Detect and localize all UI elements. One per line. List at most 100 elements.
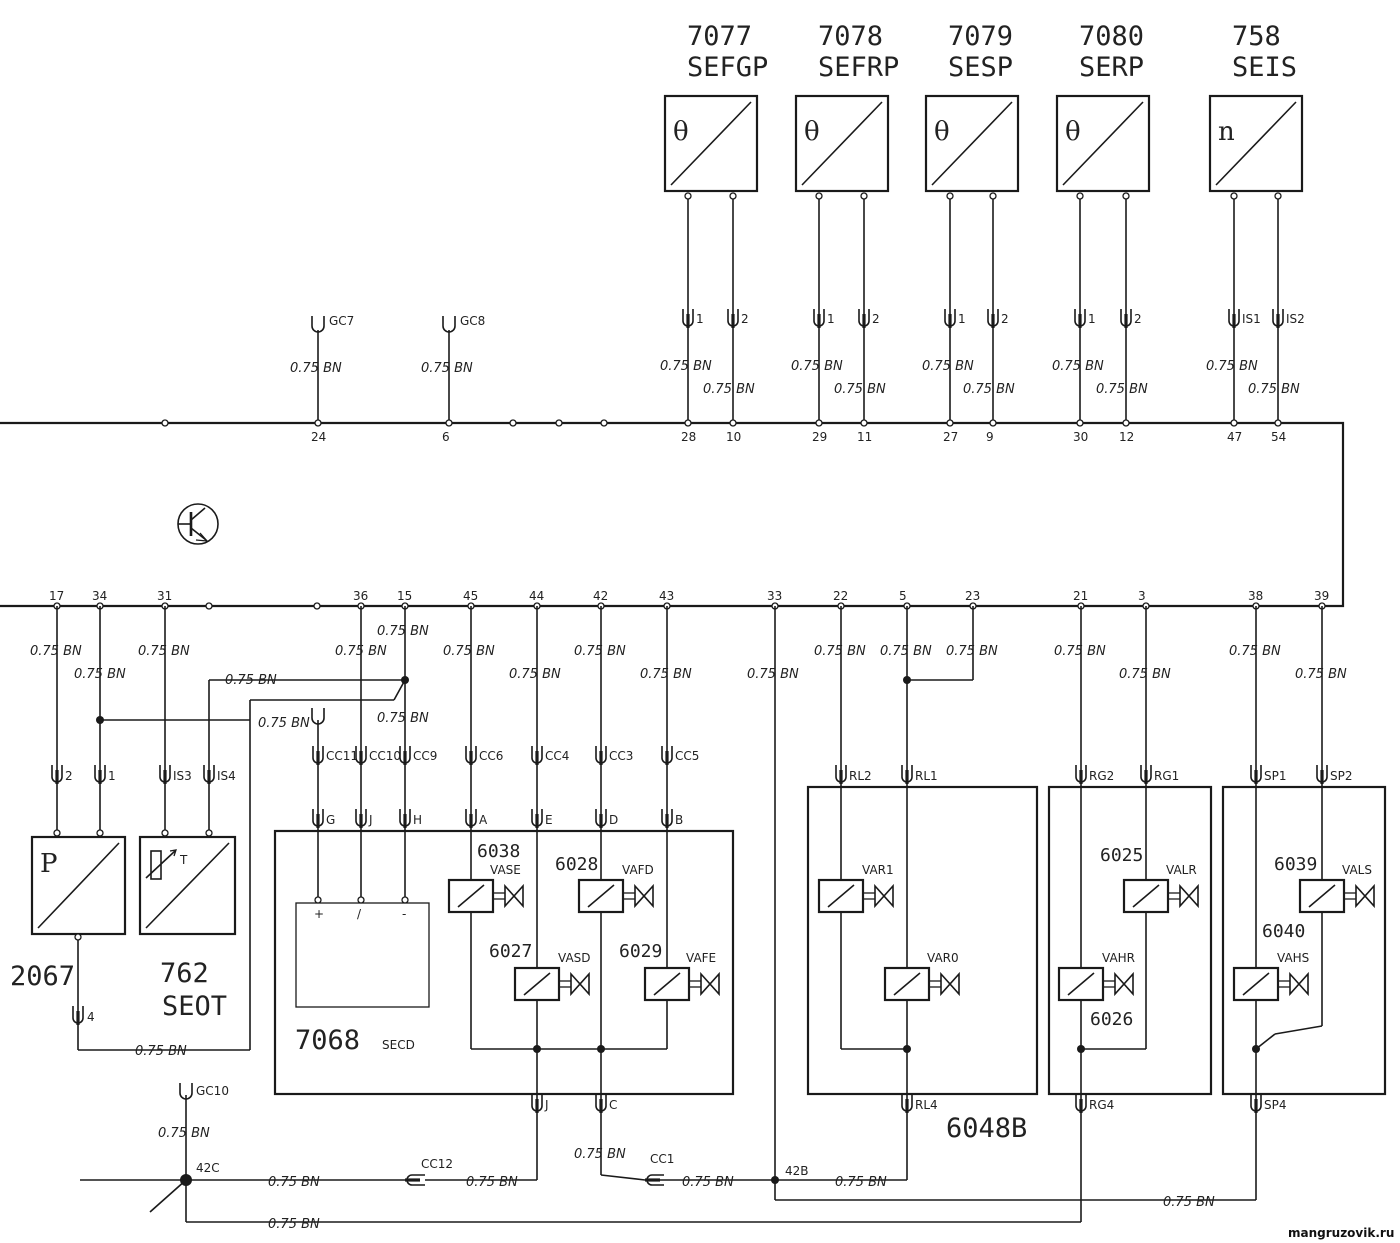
- connector-label: CC11: [326, 749, 358, 763]
- connector-label: B: [675, 813, 683, 827]
- wire-label: 0.75 BN: [268, 1217, 320, 1232]
- sensor-terminal: [1274, 192, 1282, 200]
- ecu-pin-point: [815, 419, 823, 427]
- sensor-code: 7078: [818, 21, 883, 52]
- wire-label: 0.75 BN: [1248, 382, 1300, 397]
- valve-name: VALS: [1342, 863, 1372, 877]
- sensor-symbol: θ: [1065, 117, 1081, 147]
- ecu-pin-label: 28: [681, 430, 696, 444]
- valve-name: VAR1: [862, 863, 894, 877]
- ecu-pin-label: 29: [812, 430, 827, 444]
- ecu-pin-point: [860, 419, 868, 427]
- wire-label: 0.75 BN: [466, 1175, 518, 1190]
- ground-label: GC10: [196, 1084, 229, 1098]
- sensor-terminal: [946, 192, 954, 200]
- valve-code: 6026: [1090, 1009, 1133, 1030]
- connector-label: 1: [696, 312, 704, 326]
- sensor-code: 7079: [948, 21, 1013, 52]
- wire-label: 0.75 BN: [660, 359, 712, 374]
- sensor-diagonal: [670, 101, 752, 186]
- valve-name: VASE: [490, 863, 521, 877]
- sensor-diagonal: [1215, 101, 1297, 186]
- wire-label: 0.75 BN: [268, 1175, 320, 1190]
- wire-label: 0.75 BN: [574, 644, 626, 659]
- ecu-pin-label: 33: [767, 589, 782, 603]
- wire-label: 0.75 BN: [835, 1175, 887, 1190]
- sensor-name: SERP: [1079, 52, 1144, 83]
- wire-label: 0.75 BN: [290, 361, 342, 376]
- valve-name: VAR0: [927, 951, 959, 965]
- connector-label: H: [413, 813, 422, 827]
- wire-label: 0.75 BN: [1096, 382, 1148, 397]
- sensor-762: 0.75 BN 0.75 BN IS3 IS4 T 762 SEOT: [138, 606, 405, 1022]
- sensor-name: SEFGP: [687, 52, 768, 83]
- connector-label: J: [544, 1098, 549, 1112]
- wire-34-branch: [96, 676, 409, 724]
- terminal-minus: -: [402, 907, 406, 921]
- wire-label: 0.75 BN: [1295, 667, 1347, 682]
- wire-label: 0.75 BN: [1052, 359, 1104, 374]
- connector-label: CC10: [369, 749, 401, 763]
- connector-label: IS4: [217, 769, 236, 783]
- connector-label: G: [326, 813, 335, 827]
- wire-label: 0.75 BN: [335, 644, 387, 659]
- sensor-terminal: [1122, 192, 1130, 200]
- sensor-code: 2067: [10, 961, 75, 992]
- ecu-pin-label: 11: [857, 430, 872, 444]
- ecu-transistor-icon: [177, 503, 219, 545]
- connector-label: RL4: [915, 1098, 938, 1112]
- ecu-pin-label: 17: [49, 589, 64, 603]
- wire-label: 0.75 BN: [640, 667, 692, 682]
- ecu-pin-label: 30: [1073, 430, 1088, 444]
- wire-label: 0.75 BN: [225, 673, 277, 688]
- sensor-name: SEFRP: [818, 52, 899, 83]
- ecu-pin-point: [1122, 419, 1130, 427]
- ecu-pin-label: 12: [1119, 430, 1134, 444]
- connector-label: SP2: [1330, 769, 1353, 783]
- splice-label: 42C: [196, 1161, 220, 1175]
- wire-label: 0.75 BN: [880, 644, 932, 659]
- ecu-pin-label: 43: [659, 589, 674, 603]
- unit-code: 6048B: [946, 1113, 1027, 1144]
- wire-label: 0.75 BN: [1163, 1195, 1215, 1210]
- connector-label: CC9: [413, 749, 437, 763]
- wire-label: 0.75 BN: [946, 644, 998, 659]
- sensor-symbol: θ: [673, 117, 689, 147]
- connector-label: E: [545, 813, 553, 827]
- ecu-pin-label: 36: [353, 589, 368, 603]
- wire-label: 0.75 BN: [703, 382, 755, 397]
- ecu-pin-label: 54: [1271, 430, 1286, 444]
- sensor-terminal: [1076, 192, 1084, 200]
- sensor-code: 758: [1232, 21, 1281, 52]
- wire-label: 0.75 BN: [258, 716, 310, 731]
- ground-label: GC8: [460, 314, 485, 328]
- connector-label: IS1: [1242, 312, 1261, 326]
- connector-label: CC1: [650, 1152, 674, 1166]
- connector-label: 1: [958, 312, 966, 326]
- connector-label: RL2: [849, 769, 872, 783]
- sensor-terminal: [1230, 192, 1238, 200]
- sensor-terminal: [989, 192, 997, 200]
- ecu-pin-label: 44: [529, 589, 544, 603]
- sensor-terminal: [860, 192, 868, 200]
- ecu-pin-label: 15: [397, 589, 412, 603]
- wire-label: 0.75 BN: [682, 1175, 734, 1190]
- ecu-pin-label: 47: [1227, 430, 1242, 444]
- connector-label: RL1: [915, 769, 938, 783]
- connector-label: SP4: [1264, 1098, 1287, 1112]
- terminal-slash: /: [357, 907, 362, 921]
- wire-label: 0.75 BN: [135, 1044, 187, 1059]
- connector-label: 4: [87, 1010, 95, 1024]
- wire-label: 0.75 BN: [443, 644, 495, 659]
- valve-name: VASD: [558, 951, 591, 965]
- unit-sp: 0.75 BN 0.75 BN SP1 SP2 6039 VALS 6040 V…: [1221, 606, 1387, 1200]
- sensor-terminal: [729, 192, 737, 200]
- ecu-pin-label: 5: [899, 589, 907, 603]
- valve-code: 6029: [619, 941, 662, 962]
- valve-name: VAFE: [686, 951, 716, 965]
- ecu-pin-label: 45: [463, 589, 478, 603]
- ground-label: GC7: [329, 314, 354, 328]
- unit-7068: 0.75 BN 0.75 BN 0.75 BN 0.75 BN CC11 CC1…: [258, 606, 735, 1180]
- sensor-diagonal: [1062, 101, 1144, 186]
